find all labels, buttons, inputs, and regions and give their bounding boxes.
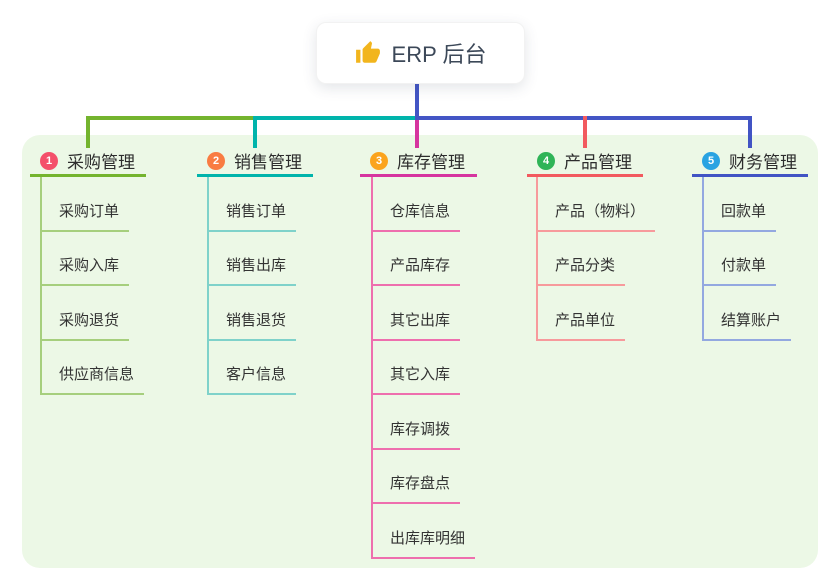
node-purchase-return[interactable]: 采购退货 bbox=[42, 309, 130, 341]
bus-segment-green bbox=[86, 116, 257, 120]
node-supplier-info[interactable]: 供应商信息 bbox=[42, 363, 145, 395]
branch-children-finance: 回款单 付款单 结算账户 bbox=[702, 177, 792, 341]
node-customer-info[interactable]: 客户信息 bbox=[209, 363, 297, 395]
branch-header-product[interactable]: 4 产品管理 bbox=[527, 147, 643, 177]
root-title: ERP 后台 bbox=[391, 42, 487, 67]
node-sales-order[interactable]: 销售订单 bbox=[209, 200, 297, 232]
node-receipt-doc[interactable]: 回款单 bbox=[704, 200, 777, 232]
branch-children-procurement: 采购订单 采购入库 采购退货 供应商信息 bbox=[40, 177, 145, 395]
branch-header-finance[interactable]: 5 财务管理 bbox=[692, 147, 808, 177]
branch-badge-1: 1 bbox=[40, 151, 58, 170]
branch-header-procurement[interactable]: 1 采购管理 bbox=[30, 147, 146, 177]
branch-badge-4: 4 bbox=[537, 151, 555, 170]
root-connector-line bbox=[415, 82, 419, 120]
branch-title: 库存管理 bbox=[397, 153, 465, 172]
branch-header-inventory[interactable]: 3 库存管理 bbox=[360, 147, 477, 177]
node-product-stock[interactable]: 产品库存 bbox=[373, 254, 461, 286]
node-sales-outbound[interactable]: 销售出库 bbox=[209, 254, 297, 286]
root-node[interactable]: ERP 后台 bbox=[316, 22, 525, 84]
branch-children-sales: 销售订单 销售出库 销售退货 客户信息 bbox=[207, 177, 297, 395]
branch-children-product: 产品（物料） 产品分类 产品单位 bbox=[536, 177, 656, 341]
node-purchase-inbound[interactable]: 采购入库 bbox=[42, 254, 130, 286]
branch-badge-5: 5 bbox=[702, 151, 720, 170]
branches-background-panel bbox=[22, 135, 818, 568]
node-settlement-account[interactable]: 结算账户 bbox=[704, 309, 792, 341]
branch-title: 采购管理 bbox=[67, 153, 135, 172]
branch-badge-2: 2 bbox=[207, 151, 225, 170]
drop-line-branch3 bbox=[415, 120, 419, 148]
node-other-outbound[interactable]: 其它出库 bbox=[373, 309, 461, 341]
branch-title: 销售管理 bbox=[234, 153, 302, 172]
drop-line-branch4 bbox=[583, 116, 587, 148]
branch-title: 产品管理 bbox=[564, 153, 632, 172]
node-stock-transfer[interactable]: 库存调拨 bbox=[373, 418, 461, 450]
drop-line-branch5 bbox=[748, 116, 752, 148]
node-outbound-detail[interactable]: 出库库明细 bbox=[373, 527, 476, 559]
node-warehouse-info[interactable]: 仓库信息 bbox=[373, 200, 461, 232]
thumbs-up-icon bbox=[355, 40, 381, 66]
branch-header-sales[interactable]: 2 销售管理 bbox=[197, 147, 313, 177]
branch-title: 财务管理 bbox=[729, 153, 797, 172]
node-payment-doc[interactable]: 付款单 bbox=[704, 254, 777, 286]
branch-badge-3: 3 bbox=[370, 151, 388, 170]
node-sales-return[interactable]: 销售退货 bbox=[209, 309, 297, 341]
node-product-material[interactable]: 产品（物料） bbox=[538, 200, 656, 232]
branch-children-inventory: 仓库信息 产品库存 其它出库 其它入库 库存调拨 库存盘点 出库库明细 bbox=[371, 177, 476, 559]
bus-segment-teal bbox=[253, 116, 419, 120]
drop-line-branch2 bbox=[253, 116, 257, 148]
drop-line-branch1 bbox=[86, 116, 90, 148]
node-purchase-order[interactable]: 采购订单 bbox=[42, 200, 130, 232]
node-product-unit[interactable]: 产品单位 bbox=[538, 309, 626, 341]
node-other-inbound[interactable]: 其它入库 bbox=[373, 363, 461, 395]
node-product-category[interactable]: 产品分类 bbox=[538, 254, 626, 286]
node-stock-taking[interactable]: 库存盘点 bbox=[373, 472, 461, 504]
